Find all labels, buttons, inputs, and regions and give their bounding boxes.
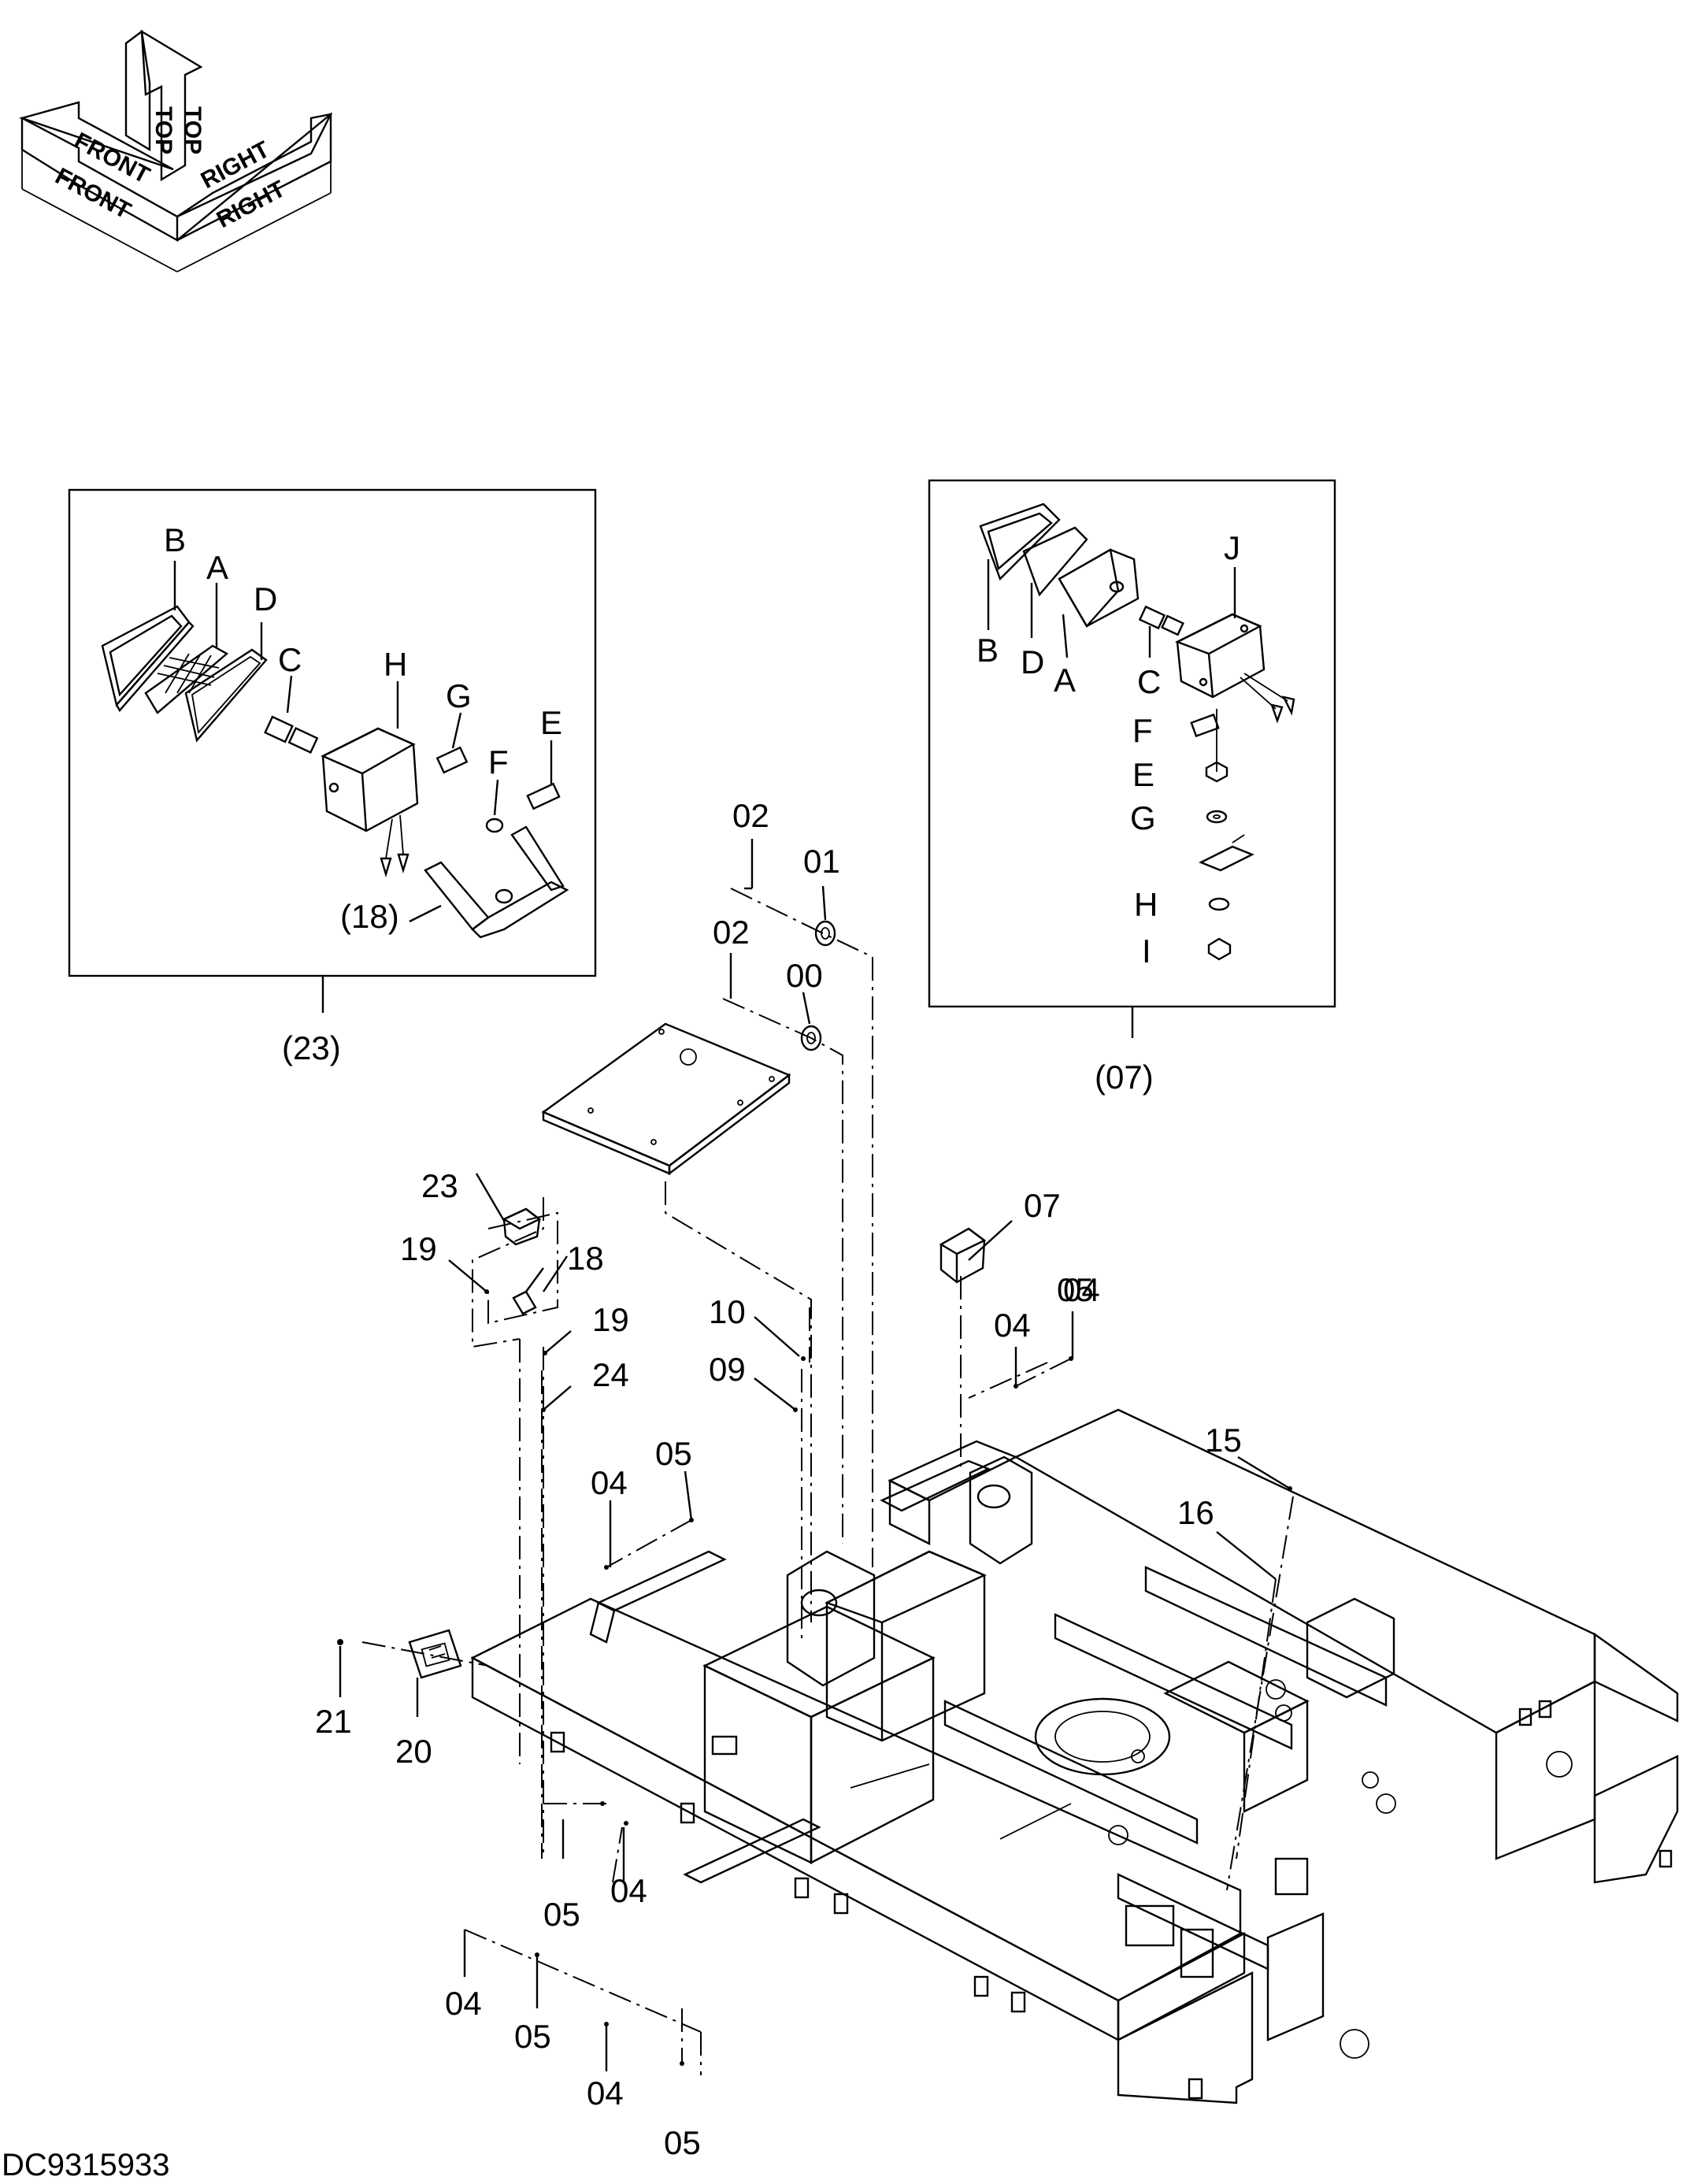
lamp-housing-h: H: [321, 646, 419, 878]
part-label: 04: [994, 1307, 1031, 1344]
label-j: J: [1224, 529, 1240, 566]
fastener-dots: [484, 1289, 1292, 2066]
washer-h-right: H: [1134, 886, 1230, 923]
detail-work-light: (23) B A D C: [68, 488, 597, 1066]
label-h-left: H: [384, 646, 407, 683]
part-label: 19: [400, 1230, 437, 1267]
label-bracket-18: (18): [340, 898, 399, 935]
part-label: 07: [1024, 1187, 1061, 1224]
label-d-right: D: [1021, 643, 1044, 680]
washer-f: F: [485, 743, 509, 833]
upper-frame-assembly: [470, 1408, 1679, 2104]
part-label: 15: [1205, 1422, 1242, 1459]
bracket-plate-right: [1199, 834, 1254, 872]
drawing-code: DC9315933: [2, 2148, 170, 2182]
part-label: 16: [1177, 1494, 1214, 1531]
screw-g: G: [435, 677, 472, 774]
part-label: 18: [567, 1240, 604, 1277]
frame-feet: [550, 1700, 1673, 2100]
decal-plate-20: [337, 1629, 462, 1717]
orientation-top-label: TOP: [150, 106, 176, 154]
part-label: 04: [445, 1985, 482, 2022]
label-e-right: E: [1132, 756, 1154, 793]
lockwasher-e-right: E: [1132, 756, 1228, 793]
part-label: 05: [1057, 1271, 1094, 1308]
part-label: 04: [591, 1464, 628, 1501]
label-f-right: F: [1132, 712, 1153, 749]
label-a-right: A: [1054, 662, 1076, 699]
label-a-left: A: [206, 549, 228, 586]
callout-23: (23): [282, 1029, 341, 1066]
part-label: 05: [514, 2018, 551, 2055]
washer-g-right: G: [1130, 799, 1228, 836]
part-label: 00: [786, 957, 823, 994]
lens-frame-b-right: B: [976, 502, 1061, 669]
part-label: 04: [587, 2075, 624, 2112]
gasket-d-right: D: [1021, 526, 1088, 680]
part-label: 05: [655, 1435, 692, 1472]
nut-i-right: I: [1142, 933, 1232, 970]
part-number-labels: 00 01 02 02 04 04 04 04 04 04 05 05 05 0…: [315, 797, 1242, 2161]
part-label: 02: [713, 914, 750, 951]
label-g-right: G: [1130, 799, 1156, 836]
bracket-18: (18): [340, 825, 569, 939]
part-label: 20: [395, 1733, 432, 1770]
screw-f-right: F: [1132, 712, 1220, 749]
grommet-01: [814, 885, 836, 947]
part-label: 10: [709, 1293, 746, 1330]
routing-lines: [361, 888, 1294, 2075]
cover-plate: [541, 1022, 791, 1176]
bulb-c-right: C: [1137, 605, 1184, 700]
label-b-left: B: [164, 521, 186, 558]
part-label: 09: [709, 1351, 746, 1388]
label-b-right: B: [976, 632, 999, 669]
bolt-e: E: [526, 704, 562, 810]
part-label: 04: [610, 1872, 647, 1909]
part-label: 05: [664, 2124, 701, 2161]
bulb-c: C: [264, 641, 319, 754]
work-light-small: [487, 1207, 558, 1325]
part-label: 02: [732, 797, 769, 834]
part-label: 04: [1063, 1271, 1100, 1308]
gasket-d: [184, 648, 268, 743]
label-h-right: H: [1134, 886, 1158, 923]
part-label: 21: [315, 1703, 352, 1740]
orientation-top-label-side: TOP: [180, 106, 206, 154]
label-i-right: I: [1142, 933, 1151, 970]
label-c-left: C: [278, 641, 302, 678]
lens-frame-b: [101, 605, 195, 713]
housing-j: J: [1175, 529, 1295, 724]
label-g-left: G: [446, 677, 472, 714]
part-label: 19: [592, 1301, 629, 1338]
label-e-left: E: [540, 704, 562, 741]
label-leaders: [448, 839, 1291, 2071]
label-c-right: C: [1137, 663, 1161, 700]
lens-a-right: A: [1054, 548, 1140, 699]
orientation-indicator: FRONT FRONT TOP TOP RIGHT RIGHT: [18, 29, 333, 273]
lens-grille-a: [144, 644, 229, 714]
part-label: 23: [421, 1167, 458, 1204]
label-d-left: D: [254, 580, 277, 617]
detail-side-light: (07) B D A C: [928, 479, 1336, 1096]
part-label: 05: [543, 1896, 580, 1933]
part-label: 01: [803, 843, 840, 880]
grommet-00: [800, 992, 822, 1051]
part-label: 24: [592, 1356, 629, 1393]
callout-07: (07): [1095, 1059, 1154, 1096]
detail-frame-left: [68, 488, 597, 977]
side-light-small: [939, 1227, 987, 1284]
label-f-left: F: [488, 743, 509, 781]
